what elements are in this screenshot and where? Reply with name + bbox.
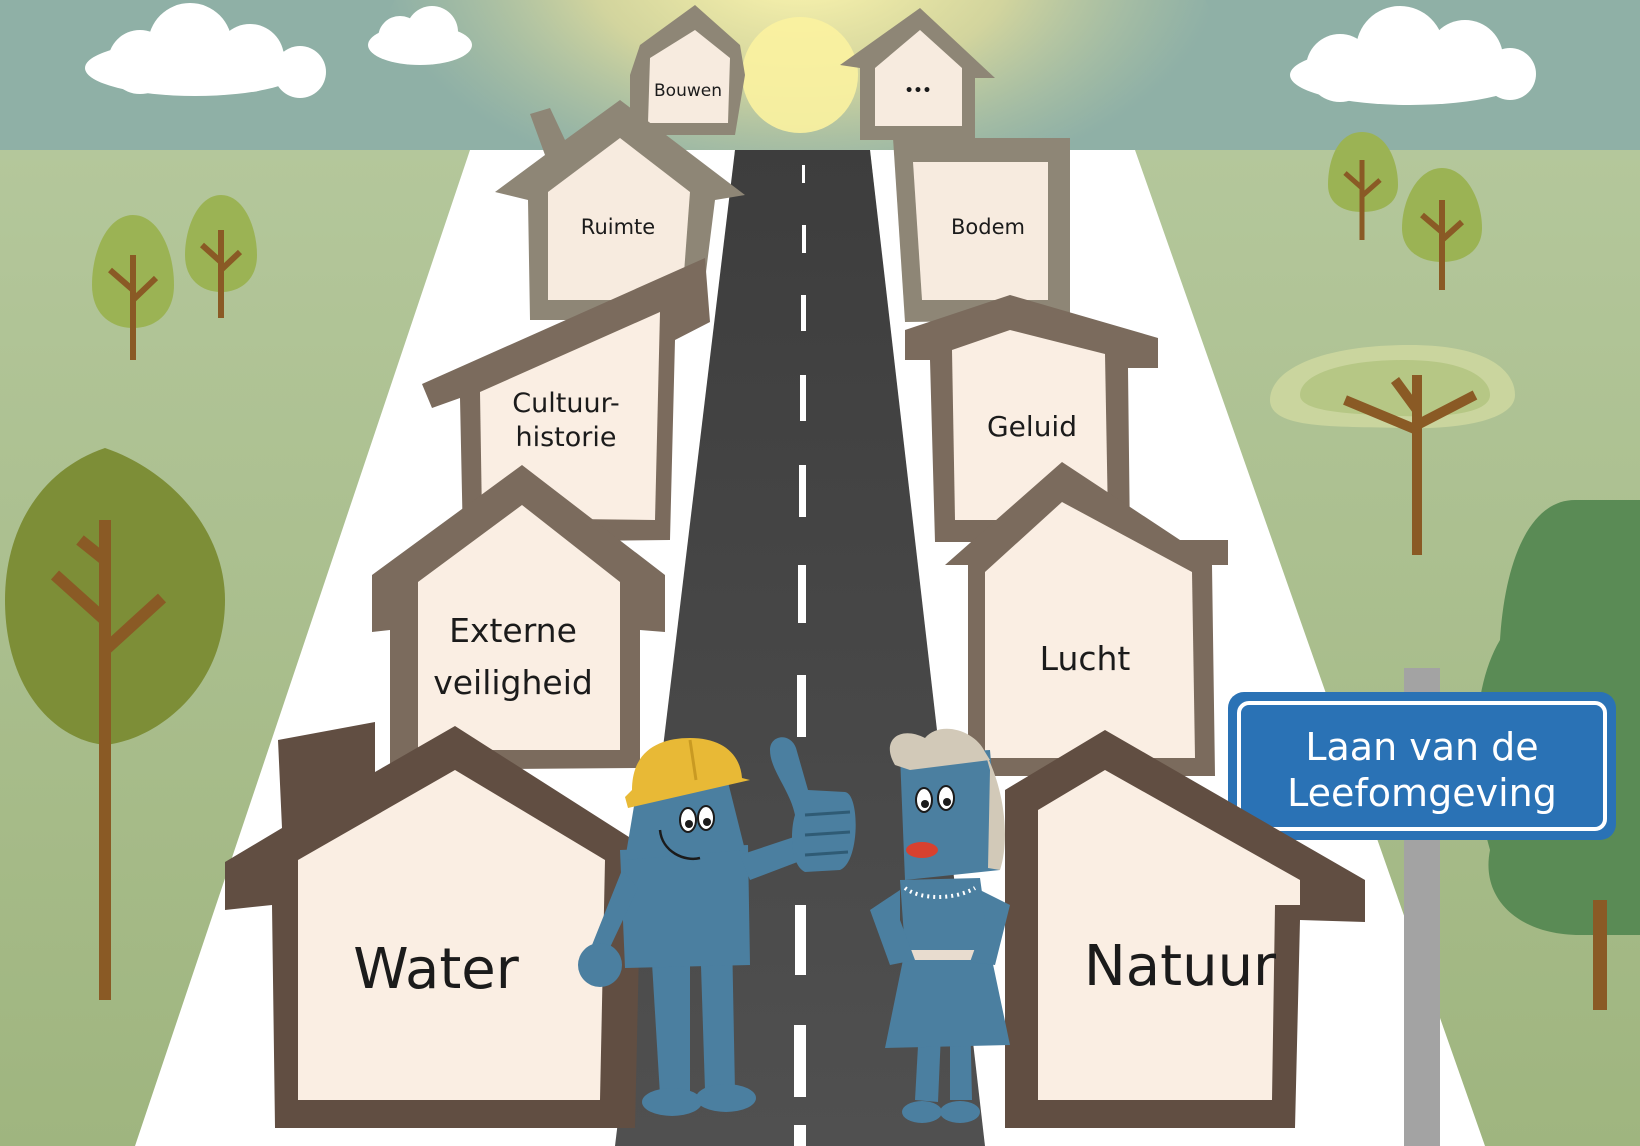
house-label-externe-1: Externe bbox=[449, 611, 577, 650]
house-label-cultuurhistorie-1: Cultuur- bbox=[512, 388, 619, 419]
tree-right-2 bbox=[1402, 168, 1482, 290]
sign-line-1: Laan van de bbox=[1305, 725, 1538, 769]
cloud-small bbox=[368, 6, 472, 65]
tree-left-2 bbox=[185, 195, 257, 318]
tree-right-canopy bbox=[1270, 345, 1515, 555]
house-more: ••• bbox=[840, 8, 995, 140]
house-label-bodem: Bodem bbox=[951, 215, 1025, 239]
tree-left-1 bbox=[92, 215, 174, 360]
sun bbox=[742, 17, 858, 133]
house-label-geluid: Geluid bbox=[987, 410, 1077, 443]
house-bouwen: Bouwen bbox=[630, 5, 745, 135]
street-sign: Laan van de Leefomgeving bbox=[1228, 692, 1616, 840]
sign-line-2: Leefomgeving bbox=[1287, 771, 1557, 815]
house-natuur: Natuur bbox=[1005, 730, 1365, 1128]
house-label-externe-2: veiligheid bbox=[433, 663, 593, 702]
cloud-right bbox=[1290, 6, 1536, 105]
house-label-lucht: Lucht bbox=[1040, 639, 1131, 678]
house-label-more: ••• bbox=[905, 83, 932, 99]
house-label-ruimte: Ruimte bbox=[581, 215, 655, 239]
character-woman bbox=[870, 728, 1010, 1123]
house-label-natuur: Natuur bbox=[1084, 934, 1277, 999]
cloud-left bbox=[85, 3, 326, 98]
house-bodem: Bodem bbox=[893, 138, 1070, 322]
house-externe-veiligheid: Externe veiligheid bbox=[372, 465, 665, 770]
house-water: Water bbox=[225, 722, 665, 1128]
house-label-bouwen: Bouwen bbox=[654, 81, 722, 101]
house-lucht: Lucht bbox=[945, 462, 1228, 776]
house-label-cultuurhistorie-2: historie bbox=[516, 422, 617, 453]
character-builder bbox=[578, 737, 856, 1116]
house-label-water: Water bbox=[353, 937, 520, 1002]
tree-left-big bbox=[5, 448, 225, 1000]
house-ruimte: Ruimte bbox=[495, 100, 745, 320]
tree-right-1 bbox=[1328, 132, 1398, 240]
